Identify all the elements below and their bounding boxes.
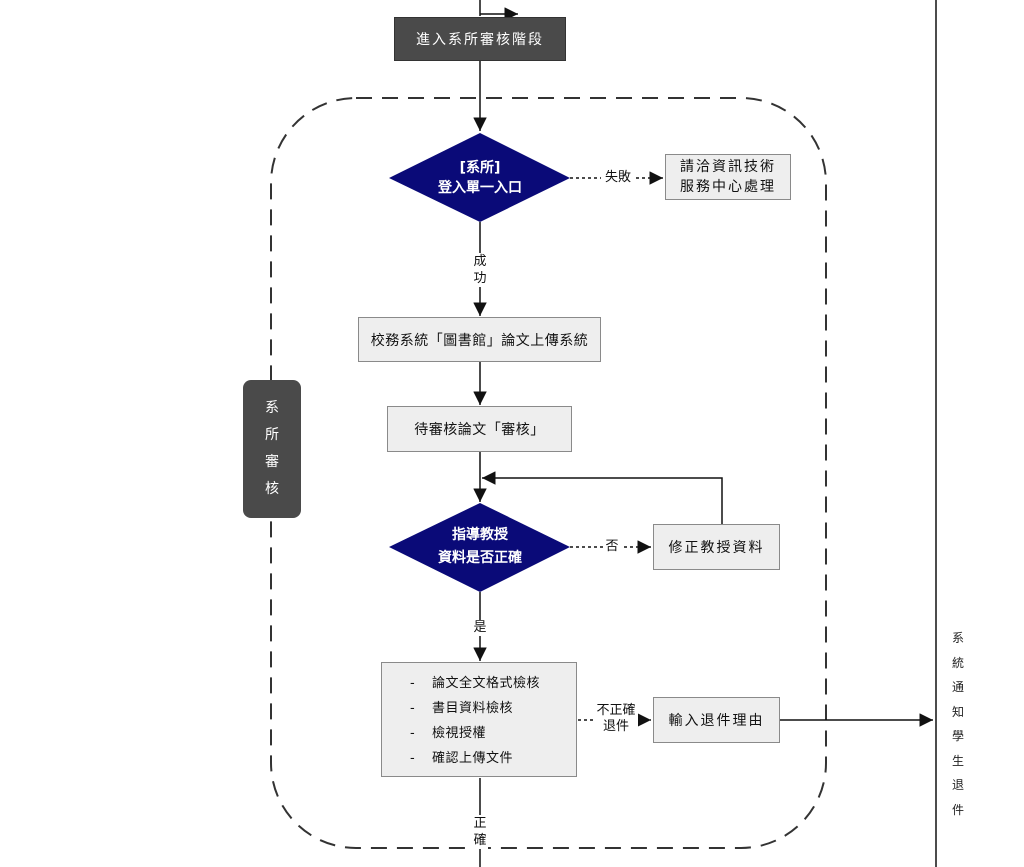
- enter-stage-box: 進入系所審核階段: [394, 17, 566, 61]
- notify-char: 退: [951, 778, 964, 792]
- contact-it-line2: 服務中心處理: [680, 179, 776, 195]
- checklist-item: -書目資料檢核: [410, 701, 514, 716]
- department-review-tab: 系所審核: [243, 380, 301, 518]
- notify-char: 生: [951, 753, 964, 768]
- pending-review-box: 待審核論文「審核」: [387, 406, 572, 452]
- edge-label-fail: 失敗: [601, 170, 635, 186]
- advisor-decision-text: 指導教授 資料是否正確: [419, 524, 541, 570]
- login-entry-label: 登入單一入口: [438, 180, 522, 196]
- notify-char: 學: [951, 729, 964, 743]
- notify-char: 件: [951, 802, 964, 817]
- side-tab-char: 系: [265, 400, 279, 416]
- advisor-decision-diamond: [389, 503, 570, 592]
- notify-char: 知: [951, 704, 964, 719]
- side-tab-char: 審: [265, 454, 279, 470]
- fix-advisor-box: 修正教授資料: [653, 524, 780, 570]
- notify-char: 系: [951, 631, 964, 645]
- contact-it-box: 請洽資訊技術 服務中心處理: [665, 154, 791, 200]
- checklist-item: -檢視授權: [410, 726, 487, 741]
- checklist-item: -確認上傳文件: [410, 751, 514, 766]
- notify-char: 通: [951, 680, 964, 694]
- edge-label-no: 否: [603, 539, 621, 555]
- checklist-box: -論文全文格式檢核 -書目資料檢核 -檢視授權 -確認上傳文件: [381, 662, 577, 777]
- contact-it-line1: 請洽資訊技術: [680, 159, 776, 175]
- edge-label-correct: 正確: [472, 815, 488, 849]
- enter-stage-label: 進入系所審核階段: [416, 32, 544, 48]
- edge-label-char: 功: [473, 271, 487, 286]
- advisor-q-line1: 指導教授: [452, 527, 508, 543]
- edge-label-char: 正: [473, 816, 487, 831]
- login-decision-text: [系所] 登入單一入口: [419, 158, 541, 198]
- notify-char: 統: [951, 655, 964, 670]
- edge-fix-loopback: [482, 471, 723, 524]
- login-system-label: [系所]: [459, 160, 501, 176]
- upload-system-box: 校務系統「圖書館」論文上傳系統: [358, 317, 601, 362]
- side-tab-char: 所: [265, 427, 279, 443]
- edge-label-success: 成功: [472, 253, 488, 287]
- edge-label-yes: 是: [472, 620, 488, 636]
- enter-reason-box: 輸入退件理由: [653, 697, 780, 743]
- upload-system-label: 校務系統「圖書館」論文上傳系統: [370, 332, 589, 349]
- fix-advisor-label: 修正教授資料: [668, 540, 765, 556]
- edge-label-char: 確: [473, 833, 487, 848]
- enter-reason-label: 輸入退件理由: [668, 713, 765, 729]
- checklist-item: -論文全文格式檢核: [410, 676, 541, 691]
- edge-label-char: 成: [473, 254, 487, 269]
- pending-review-label: 待審核論文「審核」: [414, 422, 545, 438]
- edge-label-incorrect: 不正確 退件: [594, 703, 638, 735]
- side-tab-char: 核: [265, 481, 279, 497]
- advisor-q-line2: 資料是否正確: [438, 550, 522, 566]
- login-decision-diamond: [389, 133, 570, 222]
- system-notify-student-label: 系統通知學生退件: [950, 626, 966, 822]
